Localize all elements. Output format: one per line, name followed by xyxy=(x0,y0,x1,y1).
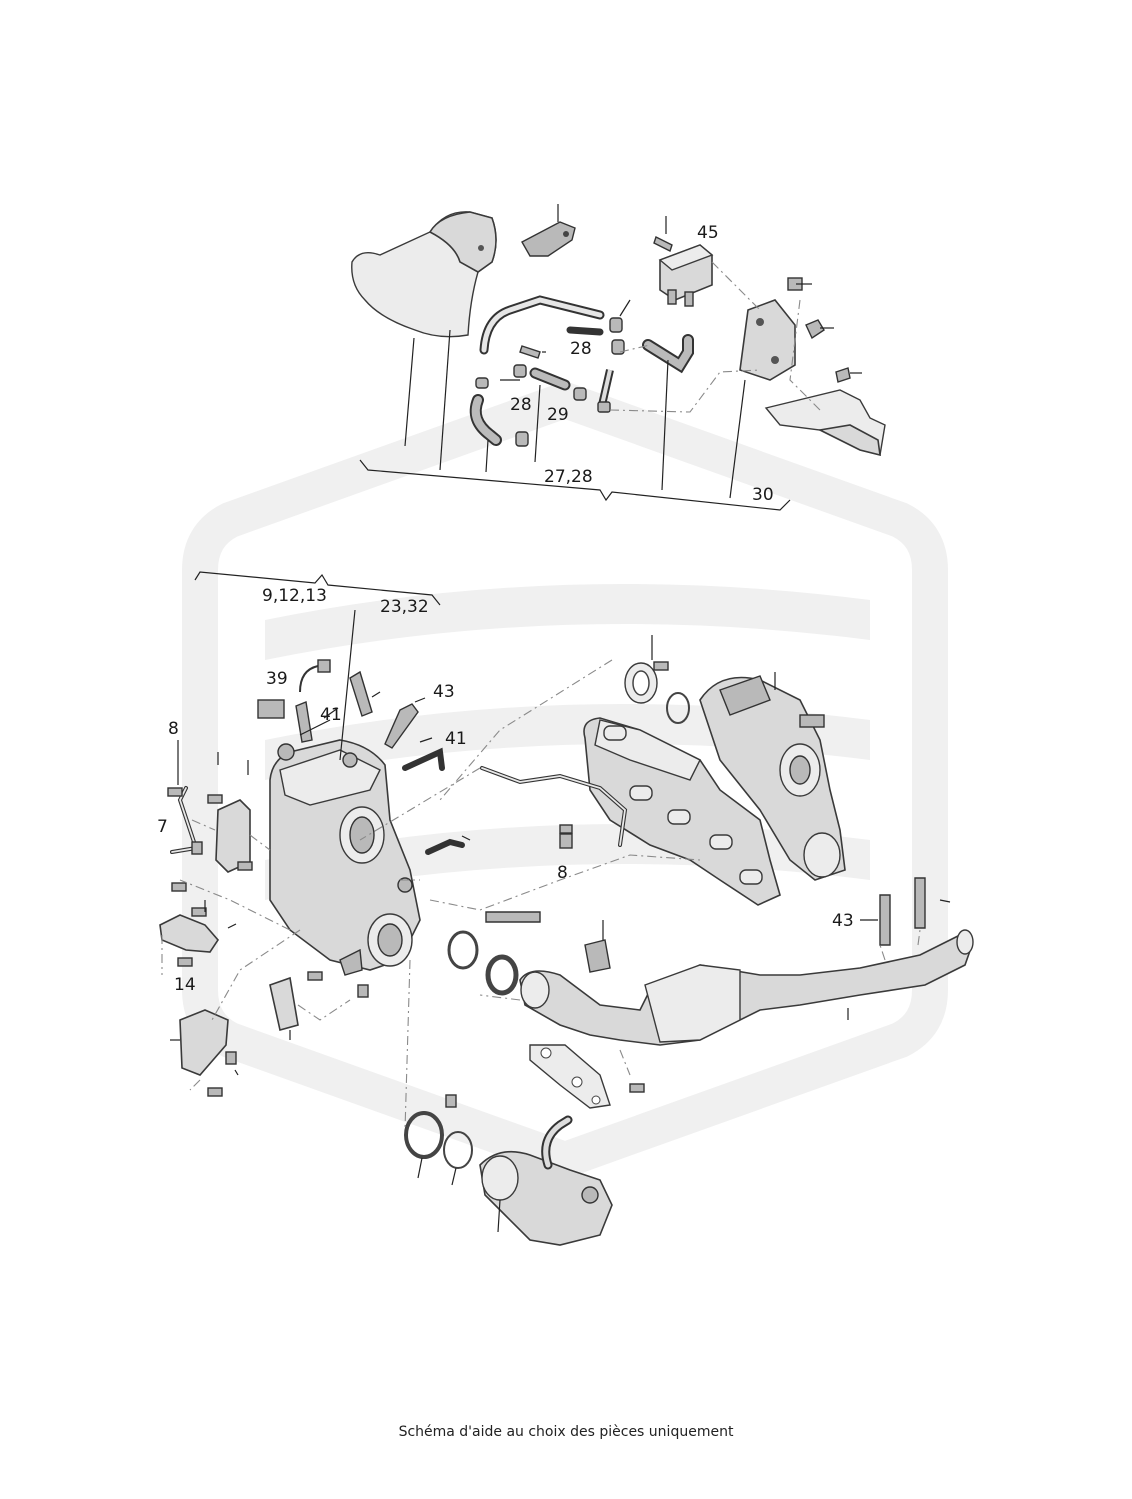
label-39: 39 xyxy=(266,669,288,689)
mounting-bracket xyxy=(739,277,851,383)
label-41-b: 41 xyxy=(445,729,467,749)
turbocharger xyxy=(699,675,846,881)
label-43-b: 43 xyxy=(832,911,854,931)
brackets-left xyxy=(159,799,299,1076)
caption: Schéma d'aide au choix des pièces unique… xyxy=(398,1424,734,1440)
label-14: 14 xyxy=(174,975,196,995)
sensors xyxy=(257,659,926,973)
flange-gasket xyxy=(529,1044,611,1109)
label-8-b: 8 xyxy=(557,863,568,883)
label-43-a: 43 xyxy=(433,682,455,702)
label-27-28: 27,28 xyxy=(544,467,593,487)
label-30: 30 xyxy=(752,485,774,505)
pressure-sensor xyxy=(658,244,714,307)
label-28-b: 28 xyxy=(510,395,532,415)
label-29: 29 xyxy=(547,405,569,425)
exhaust-manifold xyxy=(583,717,781,906)
label-28-a: 28 xyxy=(570,339,592,359)
label-9-12-13: 9,12,13 xyxy=(262,586,327,606)
top-leader-lines xyxy=(359,204,862,511)
top-dash-lines xyxy=(609,261,821,413)
label-23-32: 23,32 xyxy=(380,597,429,617)
clips-top xyxy=(475,236,673,447)
vacuum-pipes xyxy=(469,295,694,446)
label-45: 45 xyxy=(697,223,719,243)
pressure-line xyxy=(480,766,628,849)
catalytic-converter xyxy=(269,739,421,976)
pipe-7 xyxy=(170,786,203,855)
heat-shield xyxy=(351,211,497,338)
bracket-top xyxy=(521,221,576,257)
bolts xyxy=(167,661,669,1108)
lower-dash-lines xyxy=(161,659,921,1131)
label-7: 7 xyxy=(157,817,168,837)
label-41-a: 41 xyxy=(320,705,342,725)
lower-leader-lines xyxy=(170,571,951,1233)
heat-plate xyxy=(764,389,886,457)
label-8-a: 8 xyxy=(168,719,179,739)
part-labels: 27,28 30 28 28 29 45 9,12,13 23,32 39 41… xyxy=(157,223,854,995)
gasket-rings xyxy=(404,930,519,1169)
turbo-clamp xyxy=(624,662,690,724)
mid-pipe xyxy=(519,929,974,1046)
egr-cooler xyxy=(479,1115,613,1246)
